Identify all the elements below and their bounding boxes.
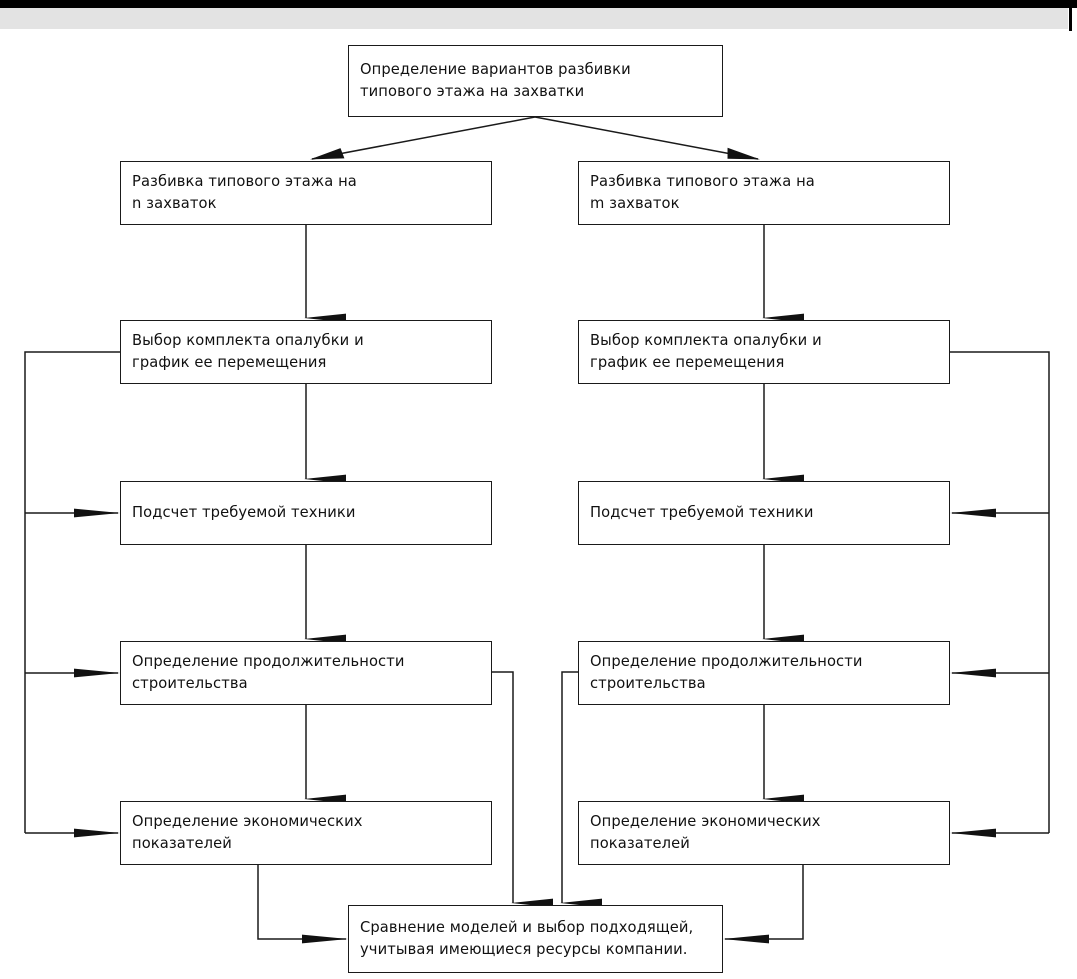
node-left-duration-label: Определение продолжительности строительс… [132,653,405,692]
node-right-formwork-label: Выбор комплекта опалубки и график ее пер… [590,332,822,371]
edge-r5-to-result [723,865,804,944]
node-left-economics[interactable]: Определение экономических показателей [120,801,492,865]
edge-root-to-right [534,116,760,160]
edge-l4-to-result [492,671,553,908]
node-left-machinery-label: Подсчет требуемой техники [132,504,356,522]
node-right-formwork[interactable]: Выбор комплекта опалубки и график ее пер… [578,320,950,384]
node-right-economics[interactable]: Определение экономических показателей [578,801,950,865]
edge-root-to-left [310,116,536,160]
node-right-machinery-label: Подсчет требуемой техники [590,504,814,522]
edge-r4-to-result [560,671,602,908]
node-root[interactable]: Определение вариантов разбивки типового … [348,45,723,117]
node-root-label: Определение вариантов разбивки типового … [360,61,631,100]
node-right-split-label: Разбивка типового этажа на m захваток [590,173,815,212]
node-left-economics-label: Определение экономических показателей [132,813,363,852]
node-left-formwork[interactable]: Выбор комплекта опалубки и график ее пер… [120,320,492,384]
node-right-machinery[interactable]: Подсчет требуемой техники [578,481,950,545]
node-left-machinery[interactable]: Подсчет требуемой техники [120,481,492,545]
node-left-split-label: Разбивка типового этажа на n захваток [132,173,357,212]
top-gray-band [0,8,1068,29]
node-right-split[interactable]: Разбивка типового этажа на m захваток [578,161,950,225]
edge-right-rail-spine [950,351,1050,833]
node-result-label: Сравнение моделей и выбор подходящей, уч… [360,919,694,958]
node-left-split[interactable]: Разбивка типового этажа на n захваток [120,161,492,225]
node-left-formwork-label: Выбор комплекта опалубки и график ее пер… [132,332,364,371]
node-right-economics-label: Определение экономических показателей [590,813,821,852]
edge-l5-to-result [257,865,348,944]
node-result[interactable]: Сравнение моделей и выбор подходящей, уч… [348,905,723,973]
node-left-duration[interactable]: Определение продолжительности строительс… [120,641,492,705]
edge-left-rail-spine [24,351,120,833]
node-right-duration-label: Определение продолжительности строительс… [590,653,863,692]
top-black-bar [0,0,1077,8]
top-right-edge-mark [1069,0,1072,31]
node-right-duration[interactable]: Определение продолжительности строительс… [578,641,950,705]
